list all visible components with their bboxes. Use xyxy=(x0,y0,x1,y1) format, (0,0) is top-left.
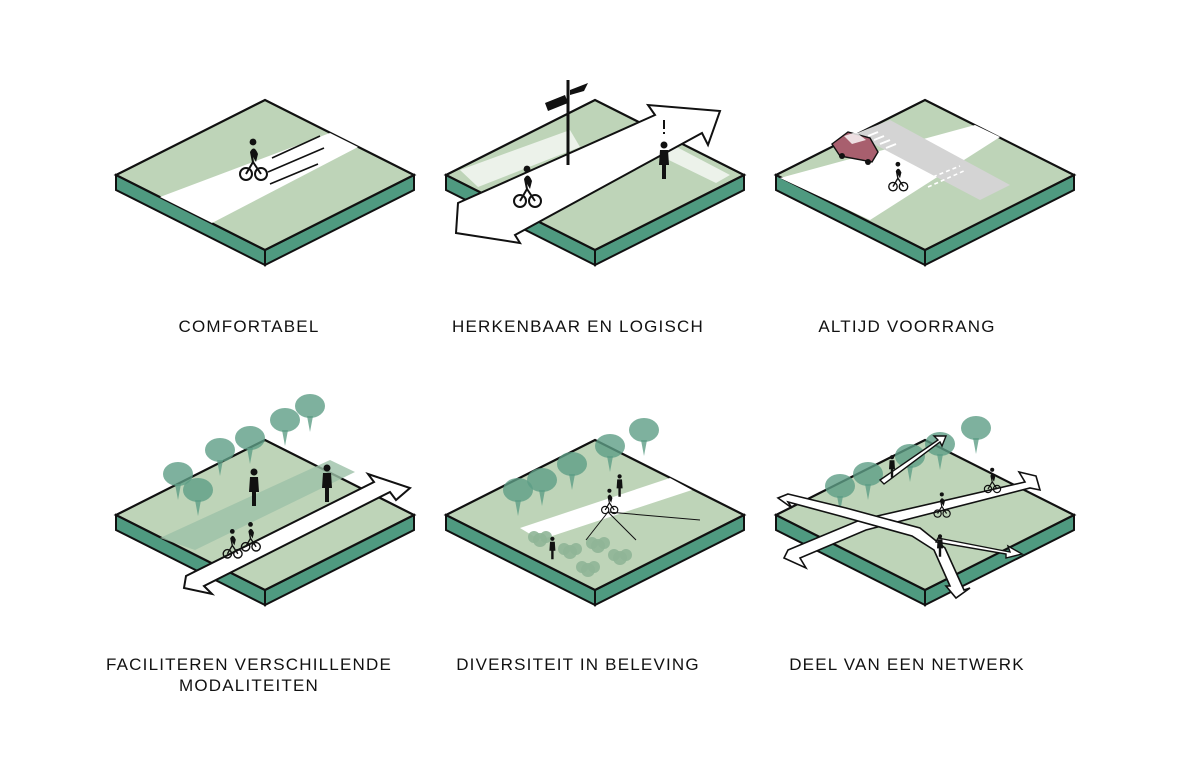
car-icon xyxy=(831,131,879,165)
caption-modaliteiten: FACILITEREN VERSCHILLENDE MODALITEITEN xyxy=(105,655,392,695)
caption-voorrang: ALTIJD VOORRANG xyxy=(818,317,996,336)
panel-herkenbaar xyxy=(430,75,760,305)
panel-modaliteiten xyxy=(100,390,430,620)
tree-icon xyxy=(270,408,300,446)
caption-netwerk: DEEL VAN EEN NETWERK xyxy=(789,655,1025,674)
voorrang-illustration xyxy=(773,98,1077,267)
caption-beleving: DIVERSITEIT IN BELEVING xyxy=(456,655,700,674)
beleving-illustration xyxy=(443,418,747,607)
panel-comfortabel xyxy=(100,90,430,320)
modaliteiten-illustration xyxy=(113,394,417,607)
tree-icon xyxy=(961,416,991,454)
caption-comfortabel: COMFORTABEL xyxy=(178,317,320,336)
herkenbaar-illustration xyxy=(443,80,747,267)
netwerk-illustration xyxy=(773,416,1077,607)
panel-beleving xyxy=(430,390,760,620)
caption-herkenbaar: HERKENBAAR EN LOGISCH xyxy=(452,317,704,336)
tree-icon xyxy=(295,394,325,432)
panel-netwerk xyxy=(760,390,1090,620)
tree-icon xyxy=(629,418,659,456)
comfortabel-illustration xyxy=(113,98,417,267)
panel-voorrang xyxy=(760,90,1090,320)
